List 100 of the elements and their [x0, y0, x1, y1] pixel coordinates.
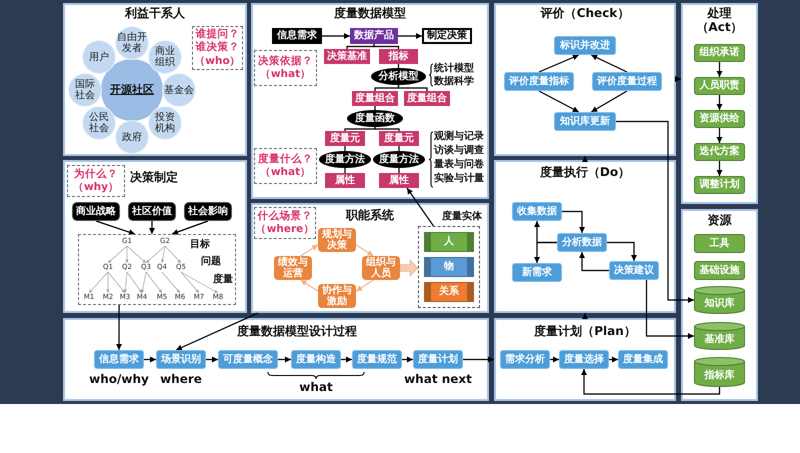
arrow: [116, 305, 122, 350]
step-box: 场景识别: [156, 350, 206, 369]
arrow: [581, 369, 720, 395]
arrow: [607, 242, 637, 261]
arrow: [582, 313, 588, 319]
connector-line: [374, 106, 376, 110]
question-note: 什么场景？（where）: [254, 207, 316, 239]
stakeholder-circle: 国际社会: [68, 73, 102, 107]
driver-box: 社区价值: [128, 202, 176, 221]
arrow: [716, 128, 722, 143]
step-box: 度量计划: [413, 350, 463, 369]
arrow: [176, 312, 258, 351]
step-box: 度量构造: [291, 350, 341, 369]
arrow: [140, 272, 146, 294]
step-box: 需求分析: [500, 350, 550, 369]
action-box: 调整计划: [694, 176, 745, 194]
arrow: [550, 356, 559, 362]
stakeholder-circle: 自由开发者: [115, 26, 149, 60]
stakeholder-circle: 投资机构: [148, 106, 182, 140]
arrow: [579, 252, 609, 272]
arrow: [172, 220, 208, 235]
function-box: 协作与激励: [318, 284, 356, 308]
brace-label: what: [298, 380, 334, 394]
step-box: 度量集成: [618, 350, 668, 369]
section-panel: [494, 3, 676, 156]
function-box: 规划与决策: [318, 228, 356, 252]
connector-line: [398, 64, 400, 68]
panel-title: 利益干系人: [124, 6, 186, 20]
arrow: [146, 246, 166, 264]
arrow: [538, 54, 580, 73]
step-box: 决策建议: [609, 261, 659, 280]
step-box: 分析数据: [557, 233, 607, 252]
section-panel: [494, 318, 676, 401]
panel-title: 度量计划（Plan）: [533, 324, 637, 338]
section-panel: [63, 3, 247, 156]
arrow: [180, 272, 200, 294]
question-note: 决策依据？（what）: [254, 50, 317, 86]
section-panel: [681, 209, 758, 401]
question-note: 为什么？（why）: [67, 165, 125, 197]
arrow: [146, 272, 162, 294]
action-box: 迭代方案: [694, 143, 745, 161]
action-box: 组织承诺: [694, 44, 745, 62]
block-arrow: [400, 259, 418, 277]
connector-line: [346, 44, 375, 49]
step-caption: what next: [403, 372, 473, 386]
model-box: 度量组合: [352, 91, 398, 106]
connector-line: [374, 127, 400, 131]
arrow: [148, 221, 155, 234]
side-note: 实验与计量: [434, 173, 485, 185]
arrow: [590, 54, 628, 73]
arrow: [562, 210, 585, 233]
action-box: 工具: [694, 234, 745, 253]
section-panel: [251, 203, 489, 313]
connector-line: [373, 44, 400, 49]
panel-title: 度量执行（Do）: [538, 165, 632, 180]
arrow: [675, 76, 681, 82]
arrow: [716, 62, 722, 77]
model-box: 属性: [379, 173, 419, 188]
arrow: [300, 244, 318, 256]
step-caption: who/why: [89, 372, 149, 386]
arrow: [616, 120, 694, 303]
section-panel: [681, 3, 758, 204]
section-panel: [251, 3, 489, 199]
arrow: [609, 356, 618, 362]
arrow: [106, 272, 110, 294]
function-box: 绩效与运营: [274, 256, 312, 280]
step-box: 知识库更新: [554, 112, 616, 131]
model-box: 度量元: [379, 131, 419, 146]
arrow: [96, 220, 136, 235]
action-box: 人员职责: [694, 77, 745, 95]
arrow: [322, 33, 350, 39]
step-box: 评价度量过程: [592, 72, 662, 91]
step-box: 信息需求: [94, 350, 144, 369]
method-ellipse: 度量函数: [347, 110, 403, 127]
arrow: [180, 272, 218, 294]
connector-line: [398, 85, 428, 91]
step-box: 标识并改进: [554, 36, 616, 55]
arrow: [162, 272, 180, 294]
step-box: 度量选择: [559, 350, 609, 369]
arrow: [125, 246, 129, 264]
arrow: [463, 356, 494, 362]
gqm-frame: [78, 234, 236, 305]
arrow: [126, 272, 142, 294]
side-note: 量表与问卷: [434, 159, 485, 171]
driver-box: 商业战略: [72, 202, 120, 221]
step-caption: where: [159, 372, 203, 386]
step-box: 评价度量指标: [504, 72, 574, 91]
connector-line: [344, 127, 376, 131]
model-box: 决策基准: [324, 49, 370, 64]
panel-title: 职能系统: [344, 208, 395, 222]
panel-title: 评价（Check）: [539, 6, 630, 20]
action-box: 资源供给: [694, 110, 745, 128]
level-label: 度量: [212, 274, 234, 286]
group-title: 度量实体: [441, 211, 482, 223]
stakeholder-circle: 基金会: [162, 73, 196, 107]
arrow: [538, 90, 580, 113]
arrow: [590, 90, 628, 113]
decision-box: 制定决策: [422, 28, 472, 44]
connector-line: [398, 168, 400, 173]
entity-box: 物: [424, 257, 474, 277]
